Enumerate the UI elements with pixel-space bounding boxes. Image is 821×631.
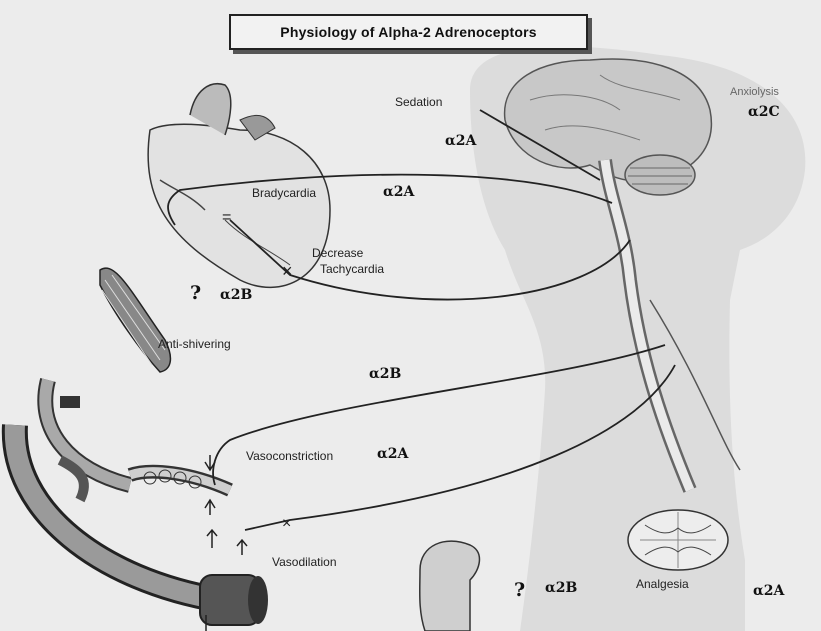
equal-marker-bradycardia: = xyxy=(222,209,231,226)
label-tachycardia: Tachycardia xyxy=(320,262,384,276)
receptor-vasoconstriction: α2A xyxy=(377,446,408,462)
uncertain-marker-tachycardia: ? xyxy=(190,282,201,304)
receptor-tachycardia: α2B xyxy=(220,287,252,303)
label-anti-shivering: Anti-shivering xyxy=(158,337,231,351)
label-sedation: Sedation xyxy=(395,95,442,109)
uncertain-marker-kidney: ? xyxy=(514,579,525,601)
spinal-cross-section xyxy=(628,510,728,570)
receptor-bradycardia: α2A xyxy=(383,184,414,200)
label-decrease: Decrease xyxy=(312,246,363,260)
label-analgesia: Analgesia xyxy=(636,577,689,591)
receptor-anti-shivering: α2B xyxy=(369,366,401,382)
skeletal-muscle xyxy=(100,268,170,372)
receptor-kidney: α2B xyxy=(545,580,577,596)
blood-vessels xyxy=(15,380,268,625)
block-marker-vasodilation: × xyxy=(282,515,291,532)
label-vasodilation: Vasodilation xyxy=(272,555,337,569)
label-bradycardia: Bradycardia xyxy=(252,186,316,200)
label-vasoconstriction: Vasoconstriction xyxy=(246,449,333,463)
label-anxiolysis: Anxiolysis xyxy=(730,86,779,98)
kidney xyxy=(420,541,480,631)
cerebellum xyxy=(625,155,695,195)
receptor-sedation: α2A xyxy=(445,133,476,149)
diagram-title: Physiology of Alpha-2 Adrenoceptors xyxy=(229,14,588,50)
receptor-anxiolysis: α2C xyxy=(748,104,780,120)
receptor-analgesia: α2A xyxy=(753,583,784,599)
block-marker-tachycardia: × xyxy=(282,261,293,281)
